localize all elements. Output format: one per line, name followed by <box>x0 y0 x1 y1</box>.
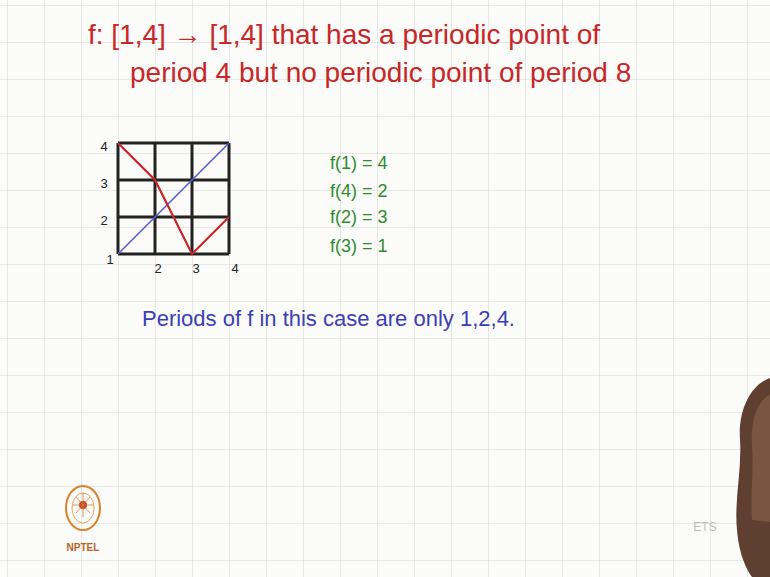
label-holder: 4 <box>231 261 238 276</box>
title-holder: f: [1,4] → [1,4] that has a periodic poi… <box>88 16 635 92</box>
label-holder: 2 <box>100 213 107 228</box>
logo-emblem <box>66 486 100 530</box>
axis-number: 1 <box>106 252 113 267</box>
function-value: f(3) = 1 <box>330 236 388 257</box>
function-value: f(4) = 2 <box>330 181 388 202</box>
label-holder: 3 <box>100 176 107 191</box>
label-holder: ETS <box>693 520 716 534</box>
graph-grid <box>118 143 229 254</box>
label-holder: 1 <box>106 252 113 267</box>
label-holder: f(1) = 4 <box>330 153 388 174</box>
label-holder: Periods of f in this case are only 1,2,4… <box>142 306 515 332</box>
axis-number: 3 <box>192 261 199 276</box>
axis-number: 4 <box>231 261 238 276</box>
logo-text: NPTEL <box>67 542 100 553</box>
label-holder: 4 <box>100 139 107 154</box>
label-holder: 3 <box>192 261 199 276</box>
hand <box>736 378 770 577</box>
label-holder: 2 <box>154 261 161 276</box>
function-value: f(1) = 4 <box>330 153 388 174</box>
function-value: f(2) = 3 <box>330 207 388 228</box>
watermark: ETS <box>693 520 716 534</box>
axis-number: 3 <box>100 176 107 191</box>
axis-number: 4 <box>100 139 107 154</box>
axis-number: 2 <box>154 261 161 276</box>
slide-title: f: [1,4] → [1,4] that has a periodic poi… <box>88 16 635 92</box>
label-holder: NPTEL <box>67 542 100 553</box>
label-holder: f(4) = 2 <box>330 181 388 202</box>
axis-number: 2 <box>100 213 107 228</box>
label-holder: f(2) = 3 <box>330 207 388 228</box>
note-text: Periods of f in this case are only 1,2,4… <box>142 306 515 332</box>
function-graph <box>118 143 229 254</box>
label-holder: f(3) = 1 <box>330 236 388 257</box>
diagonal-line <box>118 143 229 254</box>
